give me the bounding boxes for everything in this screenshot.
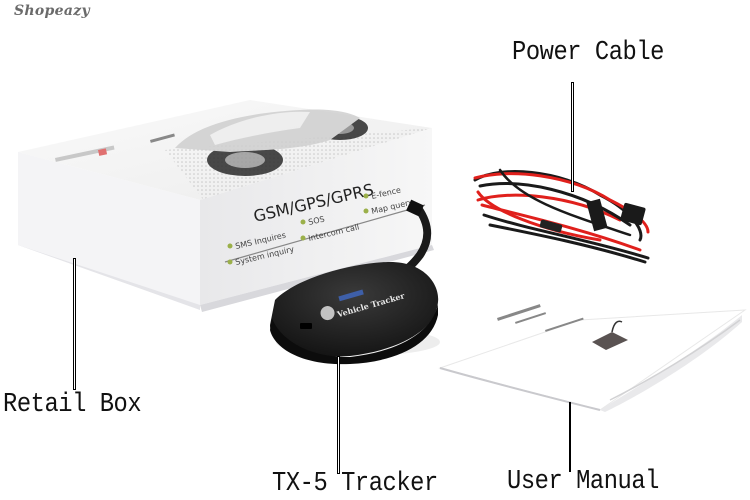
- label-retail-box: Retail Box: [3, 390, 142, 420]
- retail-box: GSM/GPS/GPRS SMS Inquires System inquiry…: [18, 100, 434, 312]
- label-power-cable: Power Cable: [512, 38, 665, 68]
- tx5-tracker-device: Vehicle Tracker: [270, 262, 440, 365]
- box-feature: SOS: [307, 214, 325, 226]
- leader-line-tracker: [337, 356, 340, 474]
- leader-line-retail-box: [73, 258, 76, 390]
- watermark: Shopeazy: [14, 3, 90, 19]
- label-tx5-tracker: TX-5 Tracker: [272, 469, 438, 499]
- power-cable: [473, 168, 650, 264]
- label-user-manual: User Manual: [507, 467, 660, 497]
- leader-line-user-manual: [569, 402, 571, 472]
- leader-line-power-cable: [571, 82, 574, 192]
- user-manual: [438, 304, 747, 412]
